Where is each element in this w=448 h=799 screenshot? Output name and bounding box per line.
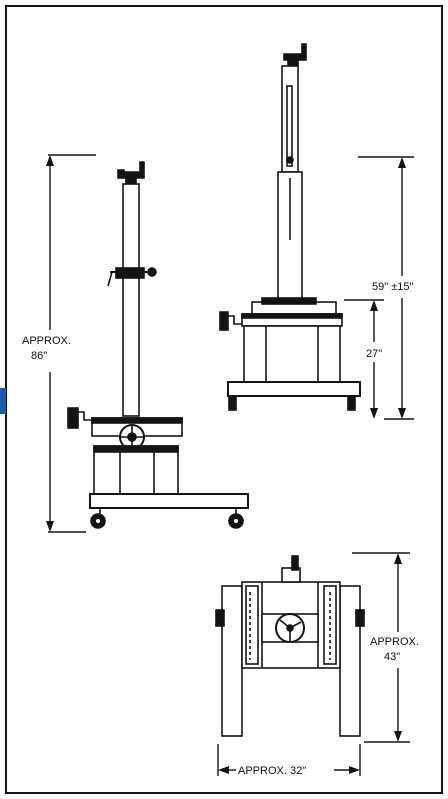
depth-dimension xyxy=(352,552,410,743)
overall-height-label-line2: 86" xyxy=(31,350,47,362)
page-tab-marker xyxy=(0,388,6,414)
width-label: APPROX. 32" xyxy=(238,765,306,777)
base-height-dimension xyxy=(344,299,384,419)
adjust-range-label: 59" ±15" xyxy=(372,281,413,293)
depth-label-line2: 43" xyxy=(384,651,400,663)
overall-height-label-line1: APPROX. xyxy=(22,335,71,347)
base-height-label: 27" xyxy=(366,348,382,360)
left-stand-view xyxy=(67,161,249,529)
depth-label-line1: APPROX. xyxy=(370,636,419,648)
adjust-range-dimension xyxy=(358,156,414,420)
width-dimension xyxy=(217,744,361,776)
top-plan-view xyxy=(215,555,365,737)
overall-height-dimension xyxy=(46,154,96,533)
right-stand-view xyxy=(219,43,361,411)
